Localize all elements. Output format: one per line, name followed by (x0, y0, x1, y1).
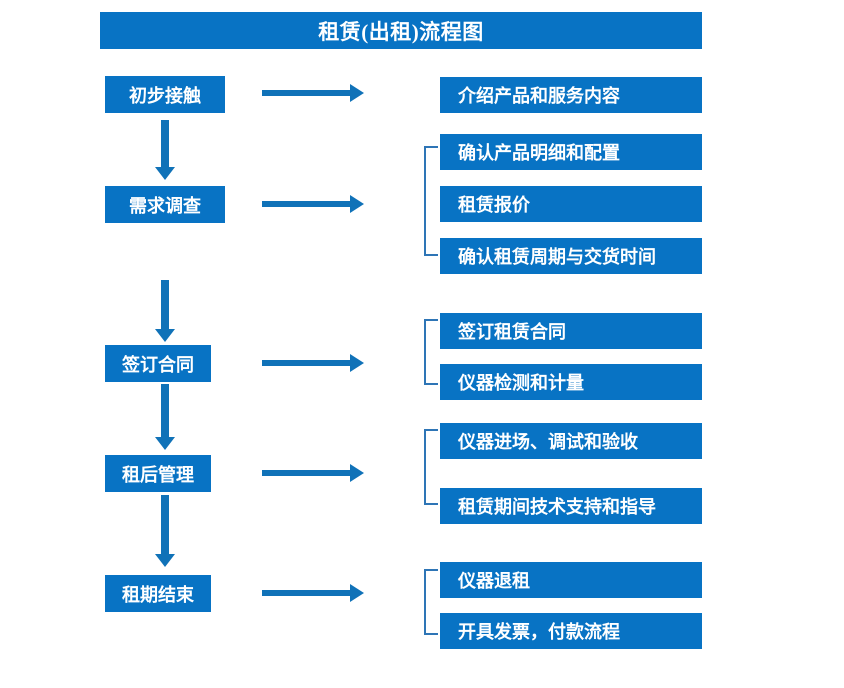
stage-box-needs-survey[interactable]: 需求调查 (105, 186, 225, 223)
connector-stage-4-to-5 (155, 495, 175, 567)
arrow-shaft (262, 360, 352, 366)
connector-shaft (161, 120, 169, 167)
arrow-shaft (262, 590, 352, 596)
arrow-shaft (262, 90, 352, 96)
detail-box-instrument-inspection[interactable]: 仪器检测和计量 (440, 364, 702, 400)
detail-box-rental-quote[interactable]: 租赁报价 (440, 186, 702, 222)
stage-box-initial-contact[interactable]: 初步接触 (105, 76, 225, 113)
stage-box-post-rental-management[interactable]: 租后管理 (105, 455, 211, 492)
detail-box-sign-rental-contract[interactable]: 签订租赁合同 (440, 313, 702, 349)
arrow-shaft (262, 470, 352, 476)
connector-shaft (161, 495, 169, 554)
diagram-title: 租赁(出租)流程图 (100, 12, 702, 49)
stage-box-sign-contract[interactable]: 签订合同 (105, 345, 211, 382)
detail-box-instrument-return[interactable]: 仪器退租 (440, 562, 702, 598)
arrow-head-icon (350, 584, 364, 602)
arrow-head-icon (350, 464, 364, 482)
detail-box-confirm-period-delivery[interactable]: 确认租赁周期与交货时间 (440, 238, 702, 274)
bracket-stage-5 (424, 569, 438, 635)
arrow-right-stage-4 (262, 464, 364, 482)
detail-box-introduce-products[interactable]: 介绍产品和服务内容 (440, 77, 702, 113)
bracket-stage-4 (424, 429, 438, 505)
detail-box-technical-support[interactable]: 租赁期间技术支持和指导 (440, 488, 702, 524)
arrow-head-icon (350, 354, 364, 372)
arrow-head-icon (350, 84, 364, 102)
arrow-right-stage-3 (262, 354, 364, 372)
stage-box-rental-end[interactable]: 租期结束 (105, 575, 211, 612)
connector-arrow-head-icon (155, 554, 175, 567)
arrow-right-stage-5 (262, 584, 364, 602)
detail-box-instrument-installation[interactable]: 仪器进场、调试和验收 (440, 423, 702, 459)
connector-arrow-head-icon (155, 437, 175, 450)
connector-stage-3-to-4 (155, 384, 175, 450)
arrow-shaft (262, 201, 352, 207)
arrow-head-icon (350, 195, 364, 213)
arrow-right-stage-2 (262, 195, 364, 213)
connector-arrow-head-icon (155, 329, 175, 342)
bracket-stage-2 (424, 146, 438, 256)
connector-stage-2-to-3 (155, 280, 175, 342)
connector-shaft (161, 384, 169, 437)
detail-box-confirm-product-spec[interactable]: 确认产品明细和配置 (440, 134, 702, 170)
detail-box-invoice-payment[interactable]: 开具发票，付款流程 (440, 613, 702, 649)
arrow-right-stage-1 (262, 84, 364, 102)
connector-stage-1-to-2 (155, 120, 175, 180)
bracket-stage-3 (424, 319, 438, 385)
connector-arrow-head-icon (155, 167, 175, 180)
connector-shaft (161, 280, 169, 329)
